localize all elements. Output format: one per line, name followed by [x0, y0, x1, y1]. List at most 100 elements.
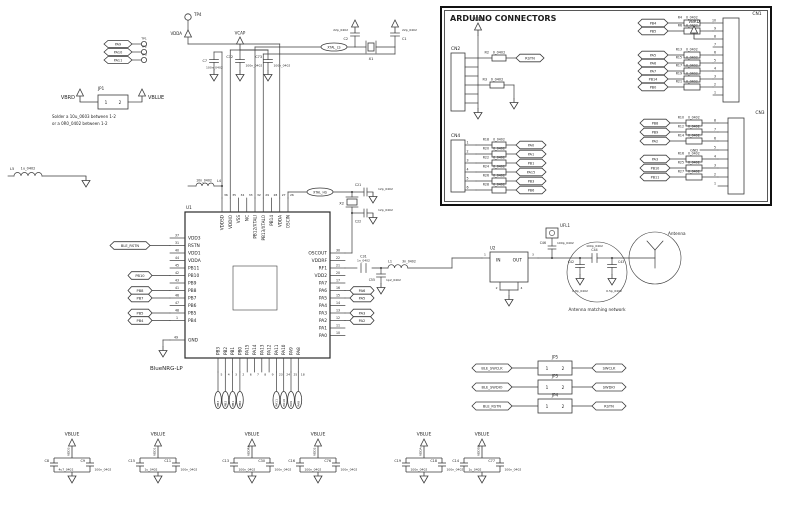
- testpoint-ref: TP2: [140, 45, 147, 49]
- gnd-icon: [473, 107, 483, 120]
- net-tag-label: PB4: [650, 21, 657, 25]
- pin-number: 6: [467, 185, 469, 189]
- capacitor-c22: [351, 208, 374, 218]
- resistor: [683, 83, 701, 91]
- power-net-label: VBLUE: [148, 95, 164, 101]
- ic-pin-left: PB7 46: [169, 293, 197, 302]
- pin-name: VDDSD: [220, 215, 225, 230]
- net-tag: [639, 154, 671, 164]
- capacitor-c2: [350, 32, 360, 37]
- cn4-pin: 6: [464, 185, 477, 191]
- pin-name: PA4: [319, 303, 327, 309]
- capacitor-value: 1u_0402: [145, 468, 158, 472]
- pin-number: 32: [257, 193, 261, 197]
- ic-pin-bottom: PA14 7: [252, 344, 259, 376]
- ic-pin-top: NC 33: [244, 193, 252, 221]
- capacitor-c44: [591, 253, 598, 263]
- net-tag-label: XTAL_HS: [313, 190, 327, 194]
- matching-network-caption: Antenna matching network: [569, 307, 627, 312]
- gnd-icon: [368, 212, 378, 225]
- gnd-icon: [263, 69, 273, 82]
- pin-name: VDDA: [277, 215, 282, 227]
- cn1-pin: 6: [712, 51, 724, 56]
- power-flag-icon: [351, 19, 359, 34]
- ic-pin-bottom: PA9 25: [289, 347, 298, 377]
- pin-name: VDDA: [188, 258, 201, 264]
- jumper-ref: JP1: [97, 86, 105, 91]
- connector-cn1: CN1 10 9 8 7 6 5: [637, 11, 762, 103]
- capacitor-value: 0.8p_0402: [572, 289, 588, 293]
- crystal-hs-circuit: XTAL_HS X2 C21 12p_0402 C22 12p_0402: [306, 183, 393, 225]
- ic-pin-left: PB11 45: [169, 263, 199, 272]
- cn1-pin: 3: [712, 75, 724, 80]
- cn4-pin: 3: [464, 158, 477, 164]
- ic-pin-right: PA5 15: [319, 293, 346, 302]
- pin-number: 34: [241, 193, 245, 197]
- pin-number: 23: [279, 373, 283, 377]
- ic-pin-top: VDDSD 36: [220, 193, 228, 230]
- power-net-label: VBLUE: [417, 432, 432, 438]
- net-tag-label: PB2: [224, 401, 228, 407]
- ic-ref: U1: [186, 205, 192, 210]
- ic-pin-bottom: PB1 3: [230, 347, 237, 377]
- capacitor-value: 12p_0402: [378, 208, 393, 212]
- net-tag-label: PB5: [650, 29, 657, 33]
- ic-pin-top: VDDA 27: [277, 193, 285, 227]
- cn2-pins: [464, 35, 517, 109]
- pin-name: PA15: [245, 344, 250, 355]
- pin-number: 35: [232, 193, 236, 197]
- pin-number: 30: [336, 248, 340, 252]
- capacitor-c73: [239, 49, 273, 71]
- resistor: [685, 119, 703, 127]
- pin-number: 21: [336, 263, 340, 267]
- net-tag: [591, 363, 627, 373]
- capacitor-ref: C13: [222, 459, 229, 463]
- net-tag-label: SWDIO: [603, 386, 616, 390]
- jumper-pin: 1: [105, 100, 108, 105]
- net-tag-label: PA6: [359, 289, 366, 293]
- power-net-label: VBRD: [61, 95, 75, 101]
- pin-name: OSCIN: [286, 215, 291, 228]
- cn4-resistor-row: R24 0_0402 PA15: [475, 165, 547, 177]
- pin-number: 49: [174, 335, 178, 339]
- resistor-value: 0_0402: [688, 170, 700, 174]
- resistor: [491, 159, 507, 167]
- pin-number: 12: [336, 316, 340, 320]
- capacitor-value: 0.5p_0402: [606, 289, 622, 293]
- resistor-value: 0_0402: [688, 152, 700, 156]
- net-tag: [349, 293, 375, 303]
- pin-number: 3: [235, 373, 237, 377]
- pin-name: VDDRF: [312, 258, 328, 264]
- ic-pin-bottom: PA13 8: [259, 344, 266, 376]
- resistor-ref: R19: [676, 72, 682, 76]
- capacitor-c55: [376, 267, 386, 284]
- cap-pair-icon: [459, 438, 505, 484]
- pin-number: 26: [290, 193, 294, 197]
- resistor-value: 0_0402: [493, 165, 505, 169]
- pin-name: PA5: [319, 296, 327, 302]
- resistor-value: 0_0402: [688, 125, 700, 129]
- capacitor-value: 4u7_0402: [59, 468, 74, 472]
- resistor-value: 0_0402: [688, 134, 700, 138]
- pin-number: 6: [250, 373, 252, 377]
- rail-net-label: VDD1: [153, 447, 157, 456]
- inductor-value: 1u_0402: [21, 167, 36, 171]
- resistor-ref: R28: [483, 183, 489, 187]
- pin-number: 1: [484, 253, 486, 257]
- testpoint-ref: TP4: [193, 12, 202, 17]
- decoupling-group: VBLUE VDD3 C8 4u7_0402 C9 100n_0402: [44, 432, 111, 484]
- net-tag-label: PA3: [359, 312, 366, 316]
- pin-number: 7: [714, 43, 716, 47]
- pin-number: 3: [532, 253, 534, 257]
- inductor-ref: L5: [10, 167, 14, 171]
- resistor-ref: R22: [483, 156, 489, 160]
- net-tag-label: PB11: [651, 175, 660, 179]
- balun-u2: [489, 251, 529, 283]
- connector-ref: CN1: [752, 11, 761, 17]
- pin-number: 48: [175, 308, 179, 312]
- pin-number: 25: [294, 373, 298, 377]
- pin-name: PB3: [216, 347, 221, 355]
- cn4-resistor-row: R28 0_0402 PB6: [475, 183, 547, 195]
- jumper-row: BLE_SWDIO 1 2 JP3 SWDIO: [471, 374, 627, 395]
- cap-pair-icon: [295, 438, 341, 484]
